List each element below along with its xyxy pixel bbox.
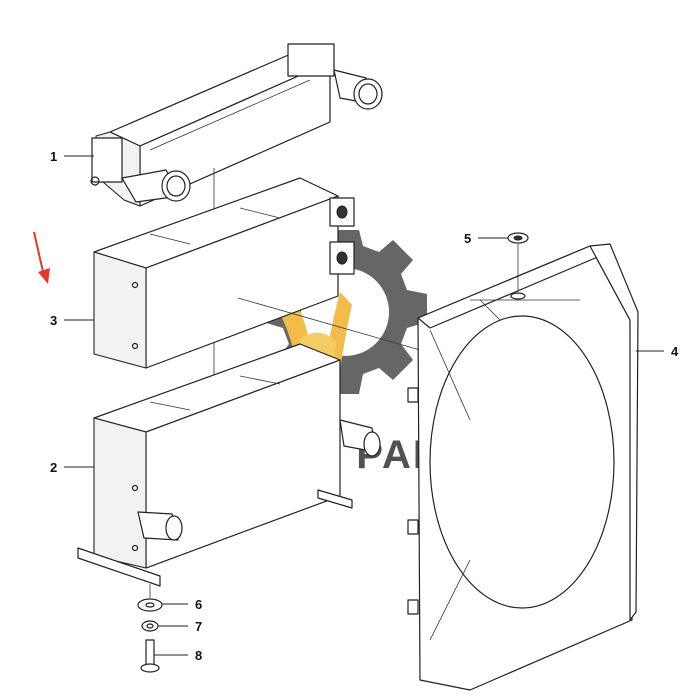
callout-7: 7	[195, 619, 202, 634]
callouts: 1 2 3 4 5 6 7 8	[50, 149, 679, 663]
callout-3: 3	[50, 313, 57, 328]
callout-6: 6	[195, 597, 202, 612]
part-4-fan-shroud	[407, 243, 639, 691]
part-7-lock-washer	[141, 620, 159, 632]
callout-5: 5	[464, 231, 471, 246]
part-5-washer	[507, 232, 529, 300]
callout-1: 1	[50, 149, 57, 164]
callout-4: 4	[671, 344, 679, 359]
part-3-oil-cooler	[93, 177, 421, 369]
callout-8: 8	[195, 648, 202, 663]
callout-2: 2	[50, 460, 57, 475]
part-8-bolt	[140, 639, 160, 673]
part-6-washer	[137, 598, 163, 612]
part-1-intercooler	[90, 43, 383, 207]
part-2-radiator	[77, 343, 381, 587]
red-arrow-icon	[33, 231, 50, 284]
